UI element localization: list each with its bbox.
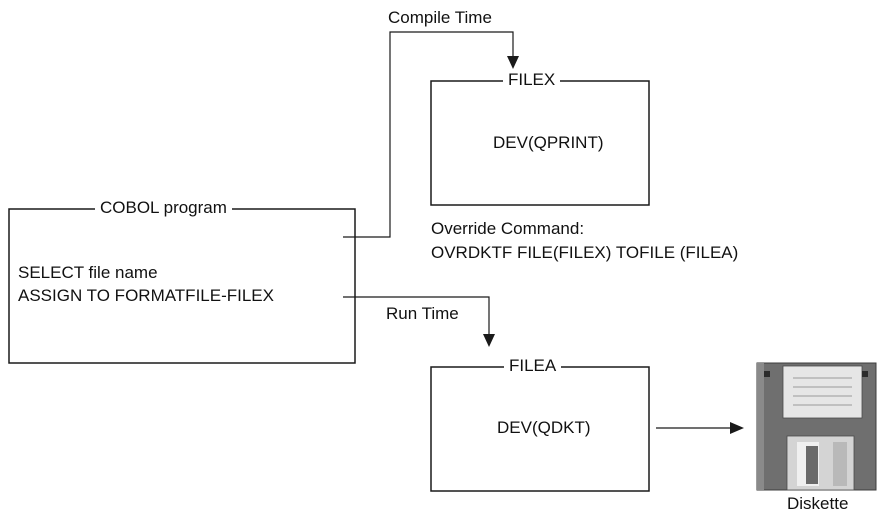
run-time-label: Run Time: [386, 304, 459, 323]
diskette-icon: [756, 362, 877, 491]
cobol-program-title: COBOL program: [95, 198, 232, 218]
compile-time-label: Compile Time: [388, 8, 492, 27]
cobol-assign-line: ASSIGN TO FORMATFILE-FILEX: [18, 286, 274, 305]
compile-time-connector: [343, 31, 514, 238]
override-command: OVRDKTF FILE(FILEX) TOFILE (FILEA): [431, 243, 739, 262]
filea-title: FILEA: [504, 356, 562, 376]
filea-content: DEV(QDKT): [497, 418, 591, 437]
filex-content: DEV(QPRINT): [493, 133, 604, 152]
cobol-select-line: SELECT file name: [18, 263, 158, 282]
run-time-arrowhead: [483, 334, 495, 347]
run-time-connector: [343, 296, 490, 335]
compile-time-arrowhead: [507, 56, 519, 69]
override-heading: Override Command:: [431, 219, 585, 238]
diskette-label: Diskette: [787, 494, 849, 513]
filex-title: FILEX: [503, 70, 561, 90]
output-arrowhead: [730, 422, 744, 434]
